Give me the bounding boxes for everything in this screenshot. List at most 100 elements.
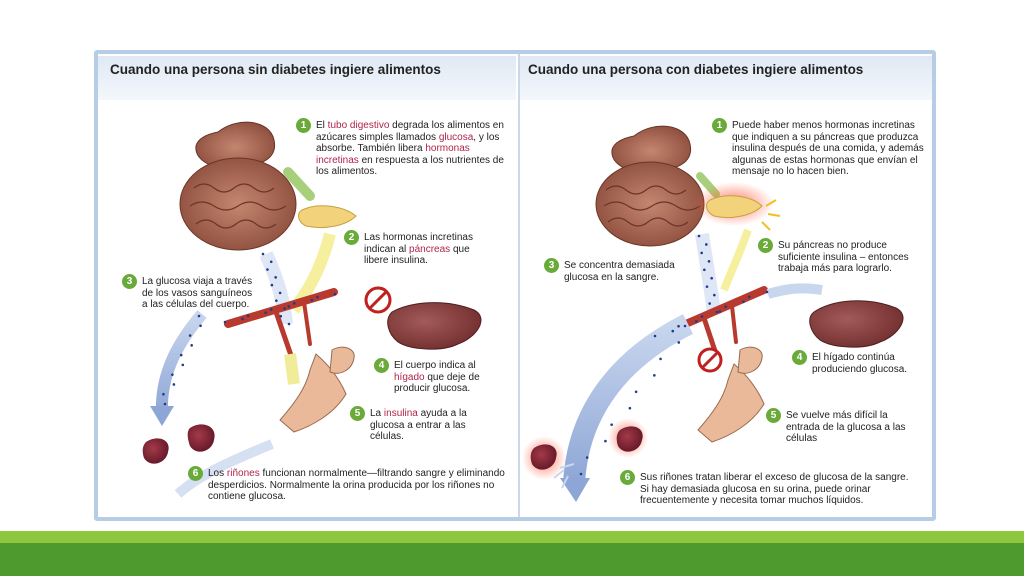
glucose-dot — [275, 299, 278, 302]
glucose-dot — [287, 305, 291, 308]
left-header: Cuando una persona sin diabetes ingiere … — [98, 56, 516, 100]
footer-band-light — [0, 531, 1024, 543]
illustration — [142, 121, 904, 502]
left-step-1: 1 El tubo digestivo degrada los alimento… — [296, 118, 512, 178]
glucose-dot — [223, 320, 227, 324]
glucose-dot — [610, 423, 613, 426]
glucose-dot — [162, 392, 165, 396]
glucose-dot — [171, 373, 174, 376]
glucose-dot — [604, 439, 607, 443]
glucose-dot — [671, 329, 675, 333]
right-glucose-stream — [695, 232, 721, 315]
right-step-3-number: 3 — [544, 258, 559, 273]
glucose-dot — [163, 402, 167, 406]
right-pancreas-strain-marks — [761, 199, 781, 231]
glucose-dot — [585, 456, 589, 459]
left-step-5-number: 5 — [350, 406, 365, 421]
right-liver-glucose-arrow — [766, 283, 823, 299]
left-urine-arrow — [174, 439, 274, 498]
glucose-dot — [246, 314, 250, 318]
glucose-dot — [199, 324, 202, 328]
left-kidney-2 — [187, 424, 215, 452]
left-step-1-number: 1 — [296, 118, 311, 133]
glucose-dot — [659, 357, 662, 361]
glucose-dot — [708, 302, 711, 305]
glucose-dot — [287, 322, 291, 326]
right-fist — [737, 346, 763, 374]
left-digestive-tract — [179, 121, 297, 251]
left-kidney-1 — [142, 438, 169, 464]
glucose-dot — [278, 291, 282, 295]
glucose-dot — [683, 324, 687, 328]
glucose-dot — [188, 334, 192, 337]
left-title: Cuando una persona sin diabetes ingiere … — [110, 62, 441, 77]
glucose-dot — [653, 374, 656, 377]
left-step-4: 4 El cuerpo indica al hígado que deje de… — [374, 358, 506, 395]
glucose-dot — [695, 320, 698, 323]
left-arm — [279, 353, 347, 433]
right-step-1: 1 Puede haber menos hormonas incretinas … — [712, 118, 928, 178]
glucose-dot — [179, 353, 183, 357]
glucose-dot — [700, 251, 703, 255]
right-step-5: 5 Se vuelve más difícil la entrada de la… — [766, 408, 916, 445]
right-kidney-2 — [616, 426, 643, 452]
glucose-dot — [703, 268, 706, 272]
glucose-dot — [266, 268, 269, 271]
left-kidney-stream — [155, 310, 207, 415]
right-stop-sign — [697, 347, 723, 373]
glucose-dot — [269, 308, 273, 311]
right-step-5-number: 5 — [766, 408, 781, 423]
glucose-dot — [715, 310, 719, 314]
right-urine-droplets — [553, 463, 575, 489]
right-kidney-arrowhead — [560, 478, 590, 502]
glucose-dot — [269, 260, 273, 264]
left-stop-sign — [364, 286, 392, 314]
left-pancreas — [298, 205, 357, 229]
glucose-dot — [261, 252, 265, 256]
diagram-panel: Cuando una persona sin diabetes ingiere … — [94, 50, 936, 521]
right-step-6: 6 Sus riñones tratan liberar el exceso d… — [620, 470, 910, 507]
glucose-dot — [283, 307, 286, 310]
glucose-dot — [705, 285, 709, 288]
left-glucose-stream — [259, 251, 293, 325]
right-header: Cuando una persona con diabetes ingiere … — [520, 56, 932, 100]
glucose-dot — [628, 406, 632, 410]
glucose-dot — [724, 305, 727, 308]
glucose-dot — [310, 298, 314, 302]
glucose-dot — [697, 234, 701, 238]
glucose-dot — [579, 472, 583, 476]
glucose-dot — [707, 260, 711, 263]
right-kidney-stream — [563, 314, 693, 485]
glucose-dot — [710, 276, 713, 280]
left-step-4-number: 4 — [374, 358, 389, 373]
glucose-dot — [241, 317, 244, 321]
left-step-6-number: 6 — [188, 466, 203, 481]
left-step-2: 2 Las hormonas incretinas indican al pán… — [344, 230, 494, 267]
right-step-2: 2 Su páncreas no produce suficiente insu… — [758, 238, 928, 275]
left-step-6: 6 Los riñones funcionan normalmente—filt… — [188, 466, 508, 503]
right-insulin-stream — [720, 228, 752, 292]
glucose-dot — [197, 314, 201, 318]
left-step-3: 3 La glucosa viaja a través de los vasos… — [122, 274, 258, 311]
right-step-6-number: 6 — [620, 470, 635, 485]
glucose-dot — [190, 344, 193, 347]
right-step-4-number: 4 — [792, 350, 807, 365]
right-kidney-1 — [530, 444, 557, 470]
glucose-dot — [270, 283, 274, 287]
right-pancreas — [706, 195, 763, 219]
glucose-dot — [333, 292, 337, 296]
glucose-dot — [316, 295, 319, 299]
glucose-dot — [172, 383, 176, 386]
glucose-dot — [713, 293, 716, 297]
left-step-5: 5 La insulina ayuda a la glucosa a entra… — [350, 406, 490, 443]
footer-band-dark — [0, 543, 1024, 576]
glucose-dot — [264, 311, 267, 314]
glucose-dot — [700, 315, 704, 318]
right-liver — [809, 300, 904, 348]
left-insulin-to-cells — [284, 353, 300, 385]
left-liver — [387, 302, 482, 350]
glucose-dot — [765, 290, 769, 294]
glucose-dot — [677, 324, 680, 328]
glucose-dot — [279, 314, 283, 318]
right-digestive-tract — [595, 125, 705, 247]
